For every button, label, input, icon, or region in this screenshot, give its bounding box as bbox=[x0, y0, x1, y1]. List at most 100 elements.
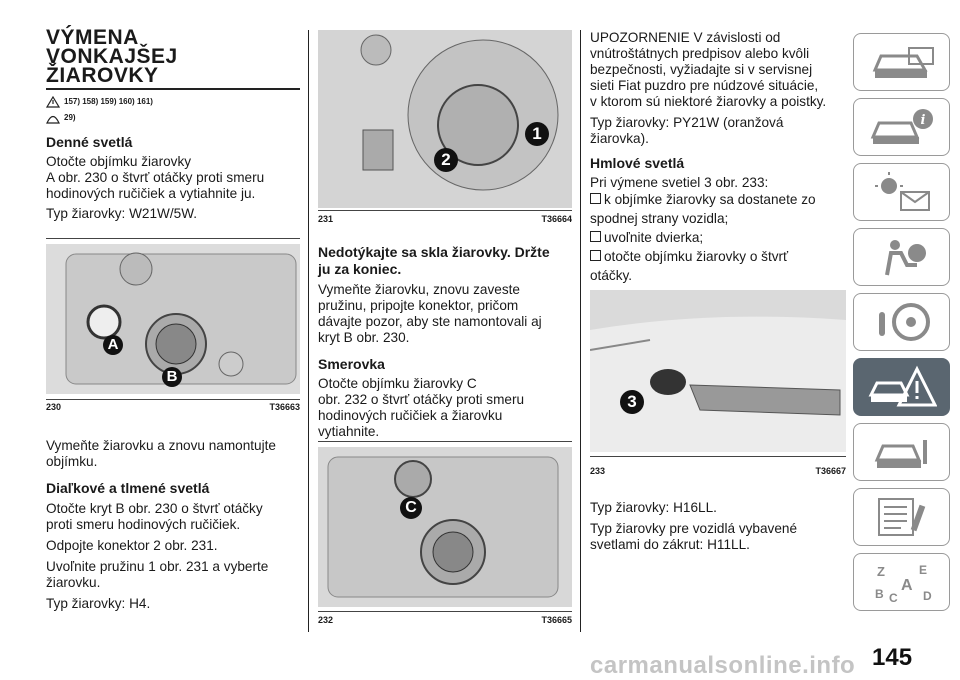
column-right-lower: Typ žiarovky: H16LL. Typ žiarovky pre vo… bbox=[590, 500, 846, 553]
figure-number: 232 bbox=[318, 615, 334, 625]
text-line: obr. 232 o štvrť otáčky proti smeru bbox=[318, 392, 525, 407]
watermark: carmanualsonline.info bbox=[590, 652, 856, 679]
figure-number: 230 bbox=[46, 402, 62, 412]
text-line: proti smeru hodinových ručičiek. bbox=[46, 517, 241, 532]
index-letter: C bbox=[889, 591, 898, 604]
index-letter: Z bbox=[877, 564, 885, 579]
figure-233: 3 233 T36667 bbox=[590, 290, 846, 482]
text-line: Otočte kryt B obr. 230 o štvrť otáčky bbox=[46, 501, 263, 516]
text-line: Uvoľnite pružinu 1 obr. 231 a vyberte bbox=[46, 559, 269, 574]
index-letter: E bbox=[919, 563, 927, 577]
label-2: 2 bbox=[434, 148, 458, 172]
figure-number: 233 bbox=[590, 466, 606, 476]
text-line: Typ žiarovky: H16LL. bbox=[590, 500, 717, 515]
text-line: otáčky. bbox=[590, 268, 633, 283]
text-line: sieti Fiat puzdro pre núdzové situácie, bbox=[590, 78, 819, 93]
text-line: Vymeňte žiarovku, znovu zaveste bbox=[318, 282, 520, 297]
text-line: vytiahnite. bbox=[318, 424, 380, 439]
figure-number: 231 bbox=[318, 214, 334, 224]
text-line: kryt B obr. 230. bbox=[318, 330, 410, 345]
text-line: Otočte objímku žiarovky bbox=[46, 154, 192, 169]
title-line-3: ŽIAROVKY bbox=[46, 64, 159, 87]
headlamp-bulb-illustration bbox=[318, 30, 572, 208]
text-line: A obr. 230 o štvrť otáčky proti smeru bbox=[46, 170, 265, 185]
title-line-2: VONKAJŠEJ bbox=[46, 45, 178, 68]
figure-232: C 232 T36665 bbox=[318, 441, 572, 633]
heading-line: ju za koniec. bbox=[318, 261, 402, 277]
index-letter: B bbox=[875, 587, 884, 601]
text-line: Typ žiarovky pre vozidlá vybavené bbox=[590, 521, 798, 536]
text-line: hodinových ručičiek a vytiahnite ju. bbox=[46, 186, 256, 201]
section-title: VÝMENA VONKAJŠEJ ŽIAROVKY bbox=[46, 26, 300, 87]
bullet-box-icon bbox=[590, 193, 601, 204]
text-line: bezpečnosti, vyžiadajte si v servisnej bbox=[590, 62, 813, 77]
car-dashboard-icon bbox=[872, 47, 934, 78]
index-letter: A bbox=[901, 577, 913, 594]
text-line: Typ žiarovky: PY21W (oranžová bbox=[590, 115, 784, 130]
steering-key-icon bbox=[878, 303, 930, 341]
label-3: 3 bbox=[620, 390, 644, 414]
figure-code: T36663 bbox=[269, 402, 300, 412]
bullet-item: k objímke žiarovky sa dostanete zo bbox=[590, 192, 846, 208]
tab-car-info[interactable]: i bbox=[853, 98, 950, 156]
bullet-box-icon bbox=[590, 250, 601, 261]
tab-driving[interactable] bbox=[853, 293, 950, 351]
tab-index[interactable]: Z E A B C D bbox=[853, 553, 950, 611]
text-line: spodnej strany vozidla; bbox=[590, 211, 729, 226]
text-line: svetlami do zákrut: H11LL. bbox=[590, 537, 750, 552]
label-c: C bbox=[400, 497, 422, 519]
index-letter: D bbox=[923, 589, 932, 603]
text-line: dávajte pozor, aby ste namontovali aj bbox=[318, 314, 542, 329]
text-line: žiarovka). bbox=[590, 131, 649, 146]
text-line: Pri výmene svetiel 3 obr. 233: bbox=[590, 175, 769, 190]
indicator-illustration bbox=[318, 447, 572, 607]
text-line: žiarovku. bbox=[46, 575, 101, 590]
car-info-icon: i bbox=[870, 109, 933, 144]
text-line: vnútroštátnych predpisov alebo kvôli bbox=[590, 46, 810, 61]
warning-ref-2: 29) bbox=[46, 112, 300, 124]
fog-light-illustration bbox=[590, 290, 846, 452]
emergency-icon bbox=[868, 365, 937, 407]
text-line: UPOZORNENIE V závislosti od bbox=[590, 30, 781, 45]
tab-lights[interactable] bbox=[853, 163, 950, 221]
column-middle-text: Nedotýkajte sa skla žiarovky. Držte ju z… bbox=[318, 244, 572, 440]
column-divider bbox=[308, 30, 309, 632]
tab-dashboard[interactable] bbox=[853, 33, 950, 91]
figure-code: T36665 bbox=[541, 615, 572, 625]
tab-specifications[interactable] bbox=[853, 488, 950, 546]
airbag-icon bbox=[884, 240, 926, 276]
heading-fog-lights: Hmlové svetlá bbox=[590, 155, 685, 171]
text-line: Typ žiarovky: H4. bbox=[46, 596, 151, 611]
column-divider bbox=[580, 30, 581, 632]
heading-main-beam: Diaľkové a tlmené svetlá bbox=[46, 480, 210, 496]
spec-list-icon bbox=[877, 498, 925, 536]
text-line: v ktorom sú niektoré žiarovky a poistky. bbox=[590, 94, 827, 109]
text-line: objímku. bbox=[46, 454, 98, 469]
heading-indicator: Smerovka bbox=[318, 356, 385, 372]
warning-triangle-icon bbox=[46, 96, 60, 108]
text-line: hodinových ručičiek a žiarovku bbox=[318, 408, 503, 423]
text-line: Odpojte konektor 2 obr. 231. bbox=[46, 538, 218, 553]
page-number: 145 bbox=[872, 644, 913, 671]
figure-231: 1 2 231 T36664 bbox=[318, 30, 572, 226]
text-line: Typ žiarovky: W21W/5W. bbox=[46, 206, 198, 221]
warning-ref-1: 157) 158) 159) 160) 161) bbox=[46, 96, 300, 108]
car-service-icon bbox=[874, 440, 927, 468]
tab-safety[interactable] bbox=[853, 228, 950, 286]
bullet-item: otočte objímku žiarovky o štvrť bbox=[590, 249, 846, 265]
bullet-item: uvoľnite dvierka; bbox=[590, 230, 846, 246]
figure-code: T36664 bbox=[541, 214, 572, 224]
text-line: Otočte objímku žiarovky C bbox=[318, 376, 477, 391]
label-a: A bbox=[103, 335, 123, 355]
title-line-1: VÝMENA bbox=[46, 26, 139, 49]
lights-message-icon bbox=[874, 172, 930, 211]
bullet-box-icon bbox=[590, 231, 601, 242]
tab-service[interactable] bbox=[853, 423, 950, 481]
figure-230: A B 230 T36663 bbox=[46, 238, 300, 414]
svg-text:i: i bbox=[920, 113, 925, 128]
alphabet-index-icon: Z E A B C D bbox=[875, 563, 932, 604]
text-line: pružinu, pripojte konektor, pričom bbox=[318, 298, 519, 313]
heading-dont-touch: Nedotýkajte sa skla žiarovky. Držte ju z… bbox=[318, 244, 572, 278]
tab-emergency[interactable] bbox=[853, 358, 950, 416]
label-1: 1 bbox=[525, 122, 549, 146]
